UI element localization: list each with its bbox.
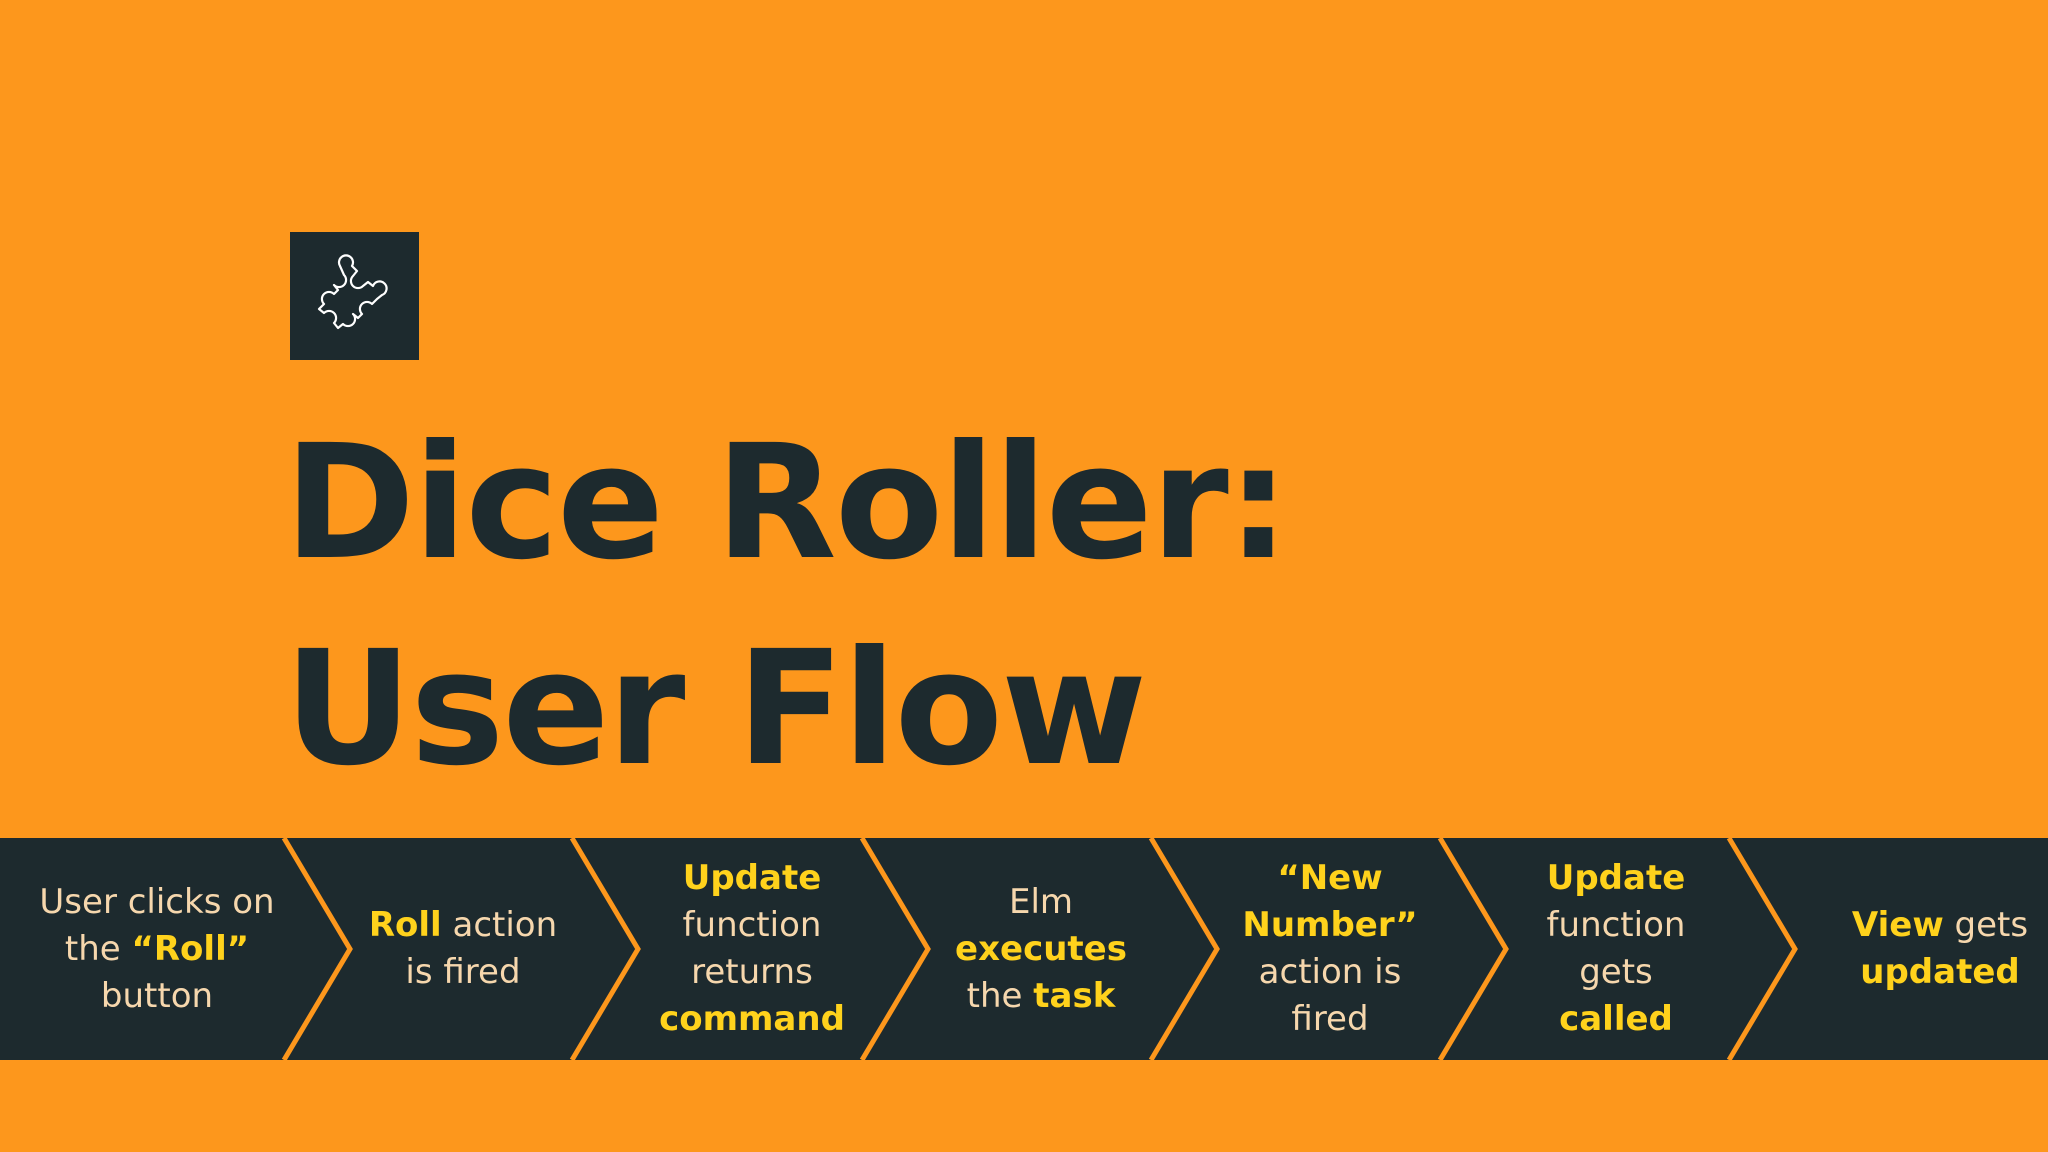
- flow-step-plain: function: [682, 905, 822, 945]
- flow-step-line: returns: [659, 949, 845, 996]
- flow-step-plain: gets: [1579, 952, 1653, 992]
- flow-step-plain: returns: [691, 952, 813, 992]
- chevron-separator: [859, 838, 931, 1060]
- title-line-1: Dice Roller:: [284, 411, 1290, 595]
- flow-step-highlight: “New: [1277, 858, 1383, 898]
- flow-step-line: gets: [1547, 949, 1686, 996]
- chevron-separator: [569, 838, 641, 1060]
- flow-step-line: Number”: [1242, 902, 1417, 949]
- flow-step-line: “New: [1242, 855, 1417, 902]
- flow-step-line: command: [659, 996, 845, 1043]
- flow-step-line: is fired: [369, 949, 557, 996]
- flow-step-line: View gets: [1852, 902, 2028, 949]
- chevron-separator: [1148, 838, 1220, 1060]
- flow-step-line: function: [1547, 902, 1686, 949]
- flow-step-highlight: executes: [955, 928, 1127, 969]
- flow-step-highlight: Roll: [368, 905, 442, 945]
- flow-step-line: User clicks on: [7, 879, 307, 926]
- flow-step-line: Update: [1547, 855, 1686, 902]
- flow-step-plain: action: [441, 905, 558, 945]
- puzzle-piece-icon: [317, 254, 388, 330]
- flow-step-plain: function: [1546, 905, 1686, 945]
- flow-step-highlight: updated: [1860, 952, 2020, 992]
- slide-title: Dice Roller: User Flow: [284, 400, 1290, 812]
- flow-step-highlight: task: [1033, 975, 1116, 1016]
- chevron-separator: [1437, 838, 1509, 1060]
- puzzle-icon-tile: [290, 232, 419, 360]
- flow-step-text: Update function returns command: [659, 855, 845, 1043]
- flow-step-highlight: Number”: [1242, 905, 1418, 945]
- flow-step-plain: the: [966, 975, 1034, 1016]
- flow-step-plain: gets: [1943, 905, 2029, 945]
- flow-step-plain: User clicks on: [39, 881, 275, 922]
- flow-step-line: action is: [1242, 949, 1417, 996]
- flow-band: [0, 838, 2048, 1060]
- flow-step-highlight: Update: [682, 858, 822, 898]
- flow-step-line: Roll action: [369, 902, 557, 949]
- flow-step: Update function returns command: [637, 838, 867, 1060]
- flow-step-line: function: [659, 902, 845, 949]
- chevron-separator: [1726, 838, 1798, 1060]
- flow-step-highlight: “Roll”: [131, 928, 250, 969]
- flow-step-plain: button: [100, 975, 214, 1016]
- flow-step-plain: fired: [1291, 999, 1369, 1039]
- flow-step-highlight: Update: [1546, 858, 1686, 898]
- flow-step-text: Update function gets called: [1547, 855, 1686, 1043]
- flow-step-line: updated: [1852, 949, 2028, 996]
- flow-step-line: fired: [1242, 996, 1417, 1043]
- flow-step-plain: the: [64, 928, 132, 969]
- flow-step-line: the task: [955, 973, 1127, 1020]
- flow-step-plain: Elm: [1008, 881, 1074, 922]
- flow-step-highlight: called: [1559, 999, 1673, 1039]
- flow-step-line: Update: [659, 855, 845, 902]
- flow-step: Update function gets called: [1501, 838, 1731, 1060]
- flow-step-highlight: command: [659, 999, 845, 1039]
- flow-step-line: called: [1547, 996, 1686, 1043]
- flow-step-line: Elm: [955, 879, 1127, 926]
- flow-step-plain: action is: [1258, 952, 1402, 992]
- flow-band-background: [0, 838, 2048, 1060]
- chevron-separator: [281, 838, 353, 1060]
- flow-step-line: executes: [955, 926, 1127, 973]
- flow-step-plain: is fired: [405, 952, 521, 992]
- flow-step-line: the “Roll” button: [7, 926, 307, 1020]
- title-line-2: User Flow: [284, 617, 1147, 801]
- flow-step-highlight: View: [1851, 905, 1944, 945]
